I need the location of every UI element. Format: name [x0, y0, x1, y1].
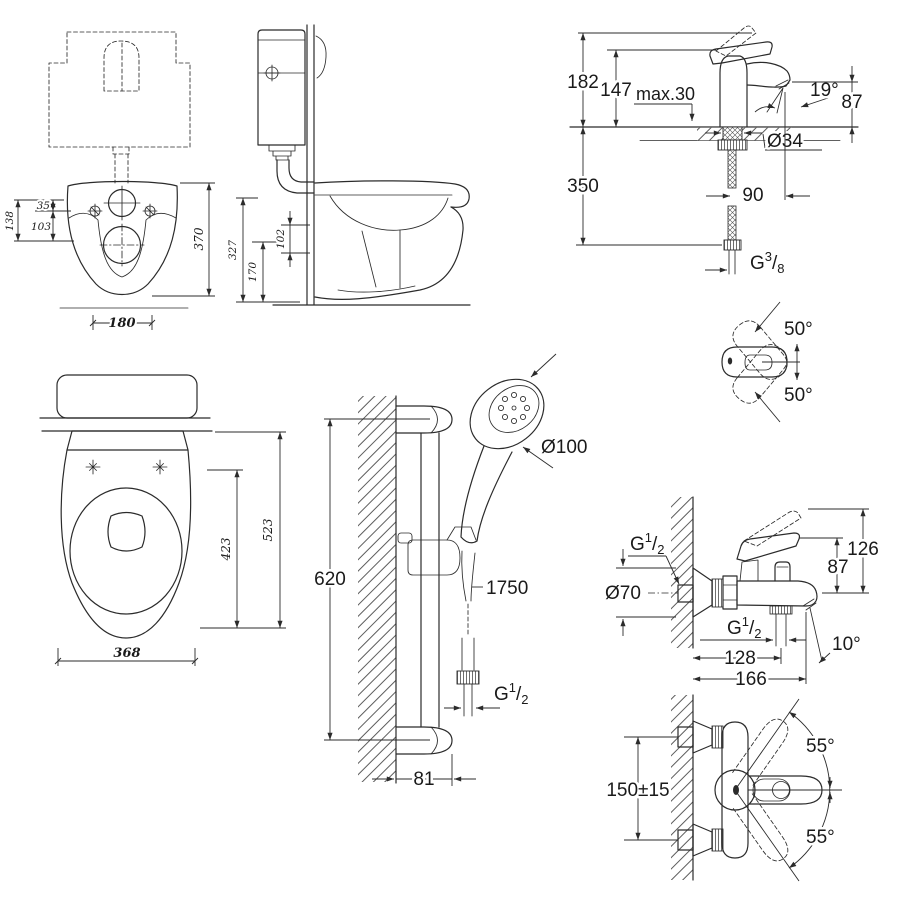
dim-label-81: 81 — [413, 769, 434, 790]
dim-label-thread-g12-inlet: G1/2 — [630, 530, 665, 557]
dim-label-thread-g12-outlet: G1/2 — [727, 614, 762, 641]
dim-label-350: 350 — [567, 176, 599, 197]
dim-label-1750: 1750 — [486, 578, 528, 599]
dim-label-87-basin: 87 — [841, 92, 862, 113]
dim-label-102: 102 — [275, 229, 287, 249]
spray-face-dots — [497, 391, 531, 425]
drawing-basin-mixer: 182 147 max.30 19° 87 Ø34 350 — [565, 25, 865, 279]
drawing-toilet-top-view: 423 523 368 — [39, 374, 286, 666]
dim-label-103: 103 — [31, 221, 51, 233]
dim-label-55deg-up: 55° — [806, 736, 835, 757]
dim-label-182: 182 — [567, 72, 599, 93]
dim-label-150pm15: 150±15 — [606, 780, 669, 801]
dim-label-thread-g12-shower: G1/2 — [494, 680, 529, 707]
dim-label-90: 90 — [742, 185, 763, 206]
dim-label-35: 35 — [37, 200, 51, 212]
dim-label-dia100: Ø100 — [541, 437, 587, 458]
drawing-shower-rail-set: 620 Ø100 1750 G1/2 81 — [312, 353, 590, 793]
dim-label-170: 170 — [247, 262, 259, 282]
dim-label-166: 166 — [735, 669, 767, 690]
dim-label-126: 126 — [847, 539, 879, 560]
dim-label-423: 423 — [219, 537, 233, 561]
dim-label-thread-g38: G3/8 — [750, 249, 785, 276]
dim-label-50deg-down: 50° — [784, 385, 813, 406]
dim-label-87-bath: 87 — [827, 557, 848, 578]
dim-label-55deg-down: 55° — [806, 827, 835, 848]
drawing-bath-mixer-side-view: G1/2 Ø70 126 87 G1/2 10° 128 166 — [603, 496, 881, 693]
dim-label-128: 128 — [724, 648, 756, 669]
dim-label-370: 370 — [192, 227, 206, 250]
drawing-toilet-front-view: 35 103 138 370 180 — [2, 31, 215, 333]
dim-label-523: 523 — [261, 518, 275, 541]
dim-label-368: 368 — [113, 646, 140, 661]
drawing-bath-mixer-top-view: 55° 55° 150±15 — [604, 694, 842, 882]
dim-label-147: 147 — [600, 80, 632, 101]
drawing-toilet-side-view: 327 170 102 — [225, 24, 471, 306]
dim-label-620: 620 — [314, 569, 346, 590]
dim-label-327: 327 — [227, 240, 239, 260]
drawing-handle-swivel-top-view: 50° 50° — [721, 301, 815, 423]
dim-label-max30: max.30 — [636, 84, 695, 104]
dim-label-19deg: 19° — [810, 80, 839, 101]
dim-label-10deg: 10° — [832, 634, 861, 655]
dim-label-50deg-up: 50° — [784, 319, 813, 340]
dim-label-dia70: Ø70 — [605, 583, 641, 604]
dim-label-180: 180 — [108, 316, 135, 331]
dim-label-138: 138 — [4, 211, 16, 231]
